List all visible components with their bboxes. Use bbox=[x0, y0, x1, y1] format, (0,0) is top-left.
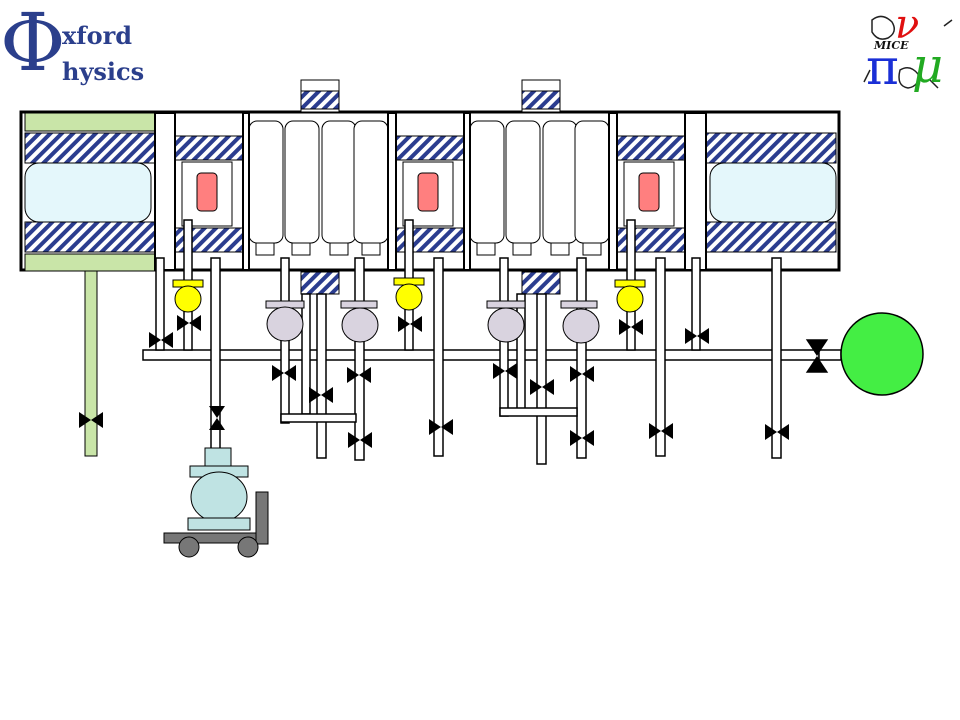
logo-line2: hysics bbox=[62, 57, 144, 86]
cooler-window bbox=[638, 172, 660, 212]
valves bbox=[149, 315, 829, 448]
rf-cavity-group-2 bbox=[469, 79, 610, 295]
nu-glyph: ν bbox=[895, 2, 919, 48]
cooler-window bbox=[417, 172, 439, 212]
main-header-pipe bbox=[142, 349, 842, 361]
storage-tank bbox=[840, 312, 924, 396]
pressure-relief-valves bbox=[172, 277, 646, 313]
left-end-module bbox=[24, 112, 156, 272]
mu-glyph: μ bbox=[912, 38, 943, 94]
pi-glyph: π bbox=[866, 38, 899, 96]
logo-line1: xford bbox=[62, 21, 132, 50]
right-end-module bbox=[705, 132, 837, 253]
vacuum-pump-cart bbox=[163, 447, 269, 558]
oxford-physics-logo: Φ xford hysics bbox=[0, 0, 144, 89]
mice-logo: MICE π ν μ bbox=[863, 2, 953, 96]
bulb-devices bbox=[265, 300, 600, 344]
cooler-window bbox=[196, 172, 218, 212]
mice-text: MICE bbox=[873, 39, 909, 52]
rf-cavity-group-1 bbox=[248, 79, 389, 295]
vent-pipe bbox=[79, 270, 103, 457]
phi-glyph: Φ bbox=[0, 0, 66, 89]
channel-dividers bbox=[154, 112, 707, 271]
